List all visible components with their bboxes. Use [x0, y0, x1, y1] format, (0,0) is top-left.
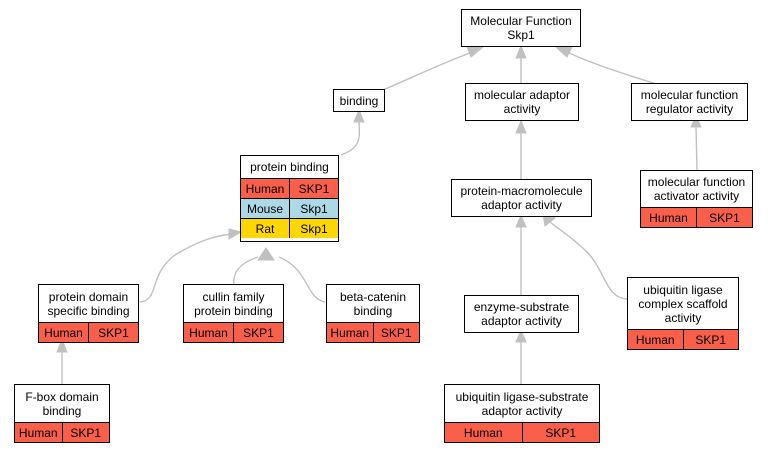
node-molecular-adaptor-activity[interactable]: molecular adaptor activity: [465, 83, 579, 121]
annotation-row-human: Human SKP1: [628, 329, 738, 349]
node-protein-binding[interactable]: protein binding Human SKP1 Mouse Skp1 Ra…: [240, 155, 339, 242]
node-label: adaptor activity: [481, 198, 562, 212]
edge-beta-catenin-to-protein-binding: [278, 256, 326, 303]
edge-pdsb-to-protein-binding: [139, 233, 232, 303]
edge-scaffold-to-pma: [549, 221, 628, 300]
gene-cell: SKP1: [372, 323, 419, 342]
node-label: ubiquitin ligase: [643, 282, 723, 297]
edge-cullin-to-protein-binding: [233, 256, 259, 286]
edge-protein-binding-to-binding: [340, 121, 360, 156]
node-label: binding: [42, 403, 82, 418]
gene-cell: SKP1: [61, 423, 109, 442]
annotation-row-human: Human SKP1: [327, 322, 419, 342]
node-label: adaptor activity: [481, 314, 562, 328]
annotation-row-human: Human SKP1: [445, 422, 599, 442]
node-label: binding: [353, 303, 393, 318]
species-cell: Human: [445, 423, 522, 442]
node-label: F-box domain: [25, 389, 99, 404]
edge-binding-to-mf: [382, 52, 471, 91]
arrowhead: [515, 213, 527, 228]
node-enzyme-substrate-adaptor-activity[interactable]: enzyme-substrate adaptor activity: [464, 295, 579, 333]
node-label: binding: [339, 93, 379, 108]
node-label: molecular function: [640, 88, 739, 102]
node-label: complex scaffold: [638, 296, 728, 311]
annotation-row-mouse: Mouse Skp1: [241, 198, 338, 218]
arrowhead: [515, 44, 527, 59]
node-label: activator activity: [653, 189, 740, 203]
gene-cell: Skp1: [289, 219, 338, 238]
node-label: Molecular Function: [470, 14, 572, 28]
node-label: protein binding: [194, 303, 273, 318]
annotation-row-human: Human SKP1: [39, 322, 138, 342]
arrowhead: [56, 338, 68, 353]
gene-cell: Skp1: [289, 199, 338, 218]
node-protein-macromolecule-adaptor-activity[interactable]: protein-macromolecule adaptor activity: [451, 179, 592, 217]
arrowhead: [228, 228, 243, 240]
annotation-row-rat: Rat Skp1: [241, 218, 338, 238]
species-cell: Mouse: [241, 199, 289, 218]
species-cell: Human: [327, 323, 373, 342]
node-protein-domain-specific-binding[interactable]: protein domain specific binding Human SK…: [38, 284, 139, 343]
node-fbox-domain-binding[interactable]: F-box domain binding Human SKP1: [14, 384, 110, 443]
gene-cell: SKP1: [289, 179, 338, 198]
node-label: activity: [503, 102, 541, 116]
arrowhead: [554, 46, 573, 58]
gene-cell: SKP1: [682, 330, 738, 349]
species-cell: Human: [39, 323, 88, 342]
node-label: activity: [664, 310, 702, 325]
node-label: protein domain: [48, 289, 129, 304]
arrowhead: [515, 328, 527, 343]
gene-cell: SKP1: [233, 323, 283, 342]
species-cell: Human: [184, 323, 233, 342]
species-cell: Human: [15, 423, 62, 442]
node-label: molecular function: [647, 175, 746, 189]
gene-cell: SKP1: [521, 423, 599, 442]
arrowhead: [353, 108, 365, 123]
gene-cell: SKP1: [696, 208, 752, 227]
edge-activator-to-regulator: [695, 126, 698, 171]
gene-cell: SKP1: [88, 323, 138, 342]
node-label: protein-macromolecule: [460, 184, 583, 198]
node-ubiquitin-ligase-substrate-adaptor-activity[interactable]: ubiquitin ligase-substrate adaptor activ…: [444, 384, 600, 443]
species-cell: Human: [241, 179, 289, 198]
species-cell: Human: [628, 330, 683, 349]
arrowhead: [690, 113, 702, 128]
annotation-row-human: Human SKP1: [241, 178, 338, 198]
node-molecular-function-regulator-activity[interactable]: molecular function regulator activity: [631, 83, 748, 121]
node-cullin-family-protein-binding[interactable]: cullin family protein binding Human SKP1: [183, 284, 284, 343]
node-molecular-function-activator-activity[interactable]: molecular function activator activity Hu…: [640, 170, 753, 228]
node-label: beta-catenin: [339, 289, 407, 304]
node-label: protein binding: [250, 160, 329, 174]
arrowhead: [515, 119, 527, 134]
edge-regulator-to-mf: [566, 51, 661, 86]
node-beta-catenin-binding[interactable]: beta-catenin binding Human SKP1: [326, 284, 420, 343]
node-binding[interactable]: binding: [333, 89, 385, 112]
node-label: enzyme-substrate: [473, 300, 570, 314]
node-label: Skp1: [507, 28, 535, 42]
species-cell: Rat: [241, 219, 289, 238]
node-label: ubiquitin ligase-substrate: [455, 389, 589, 404]
arrowhead: [257, 247, 275, 261]
node-label: specific binding: [47, 303, 130, 318]
node-label: cullin family: [202, 289, 265, 304]
node-label: adaptor activity: [481, 403, 563, 418]
node-label: molecular adaptor: [473, 88, 571, 102]
arrowhead: [466, 46, 485, 58]
node-molecular-function[interactable]: Molecular Function Skp1: [461, 9, 581, 47]
node-label: regulator activity: [645, 102, 734, 116]
annotation-row-human: Human SKP1: [15, 422, 109, 442]
species-cell: Human: [641, 208, 696, 227]
annotation-row-human: Human SKP1: [641, 207, 752, 227]
node-ubiquitin-ligase-complex-scaffold-activity[interactable]: ubiquitin ligase complex scaffold activi…: [627, 277, 739, 350]
annotation-row-human: Human SKP1: [184, 322, 283, 342]
